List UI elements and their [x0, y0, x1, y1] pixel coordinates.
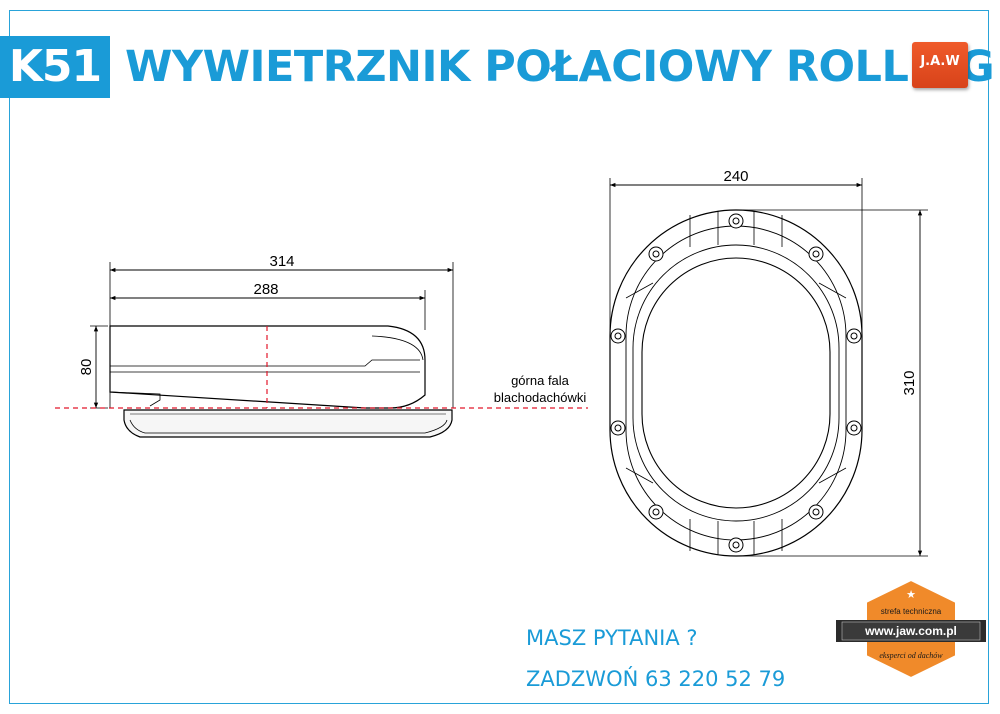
page-title: WYWIETRZNIK POŁACIOWY ROLLING	[125, 42, 995, 92]
badge-slogan: eksperci od dachów	[879, 651, 943, 660]
badge-url[interactable]: www.jaw.com.pl	[864, 624, 957, 638]
page-frame	[9, 10, 989, 704]
contact-question: MASZ PYTANIA ?	[526, 626, 698, 650]
roof-label-line2: blachodachówki	[494, 390, 587, 405]
dim-240-label: 240	[723, 168, 748, 185]
dim-288-label: 288	[253, 281, 278, 298]
product-code-badge: K51	[0, 36, 110, 98]
strefa-techniczna-badge[interactable]: ★ strefa techniczna www.jaw.com.pl ekspe…	[836, 578, 986, 682]
top-view: 240 310	[609, 168, 928, 557]
badge-top-text: strefa techniczna	[881, 607, 942, 616]
vent-base-outline	[123, 409, 453, 438]
dim-80-label: 80	[78, 359, 95, 376]
star-icon: ★	[906, 588, 916, 601]
jaw-logo: J.A.W	[912, 42, 968, 88]
dim-310-label: 310	[901, 370, 918, 395]
contact-phone[interactable]: ZADZWOŃ 63 220 52 79	[526, 667, 786, 691]
screw-holes	[610, 213, 862, 553]
side-view: 314 288 80 górna fala blachodachówki	[55, 253, 588, 438]
outer-flange	[609, 209, 863, 557]
inner-opening	[641, 257, 831, 509]
logo-text: J.A.W	[920, 54, 960, 69]
roof-label-line1: górna fala	[511, 373, 570, 388]
dim-314-label: 314	[269, 253, 294, 270]
